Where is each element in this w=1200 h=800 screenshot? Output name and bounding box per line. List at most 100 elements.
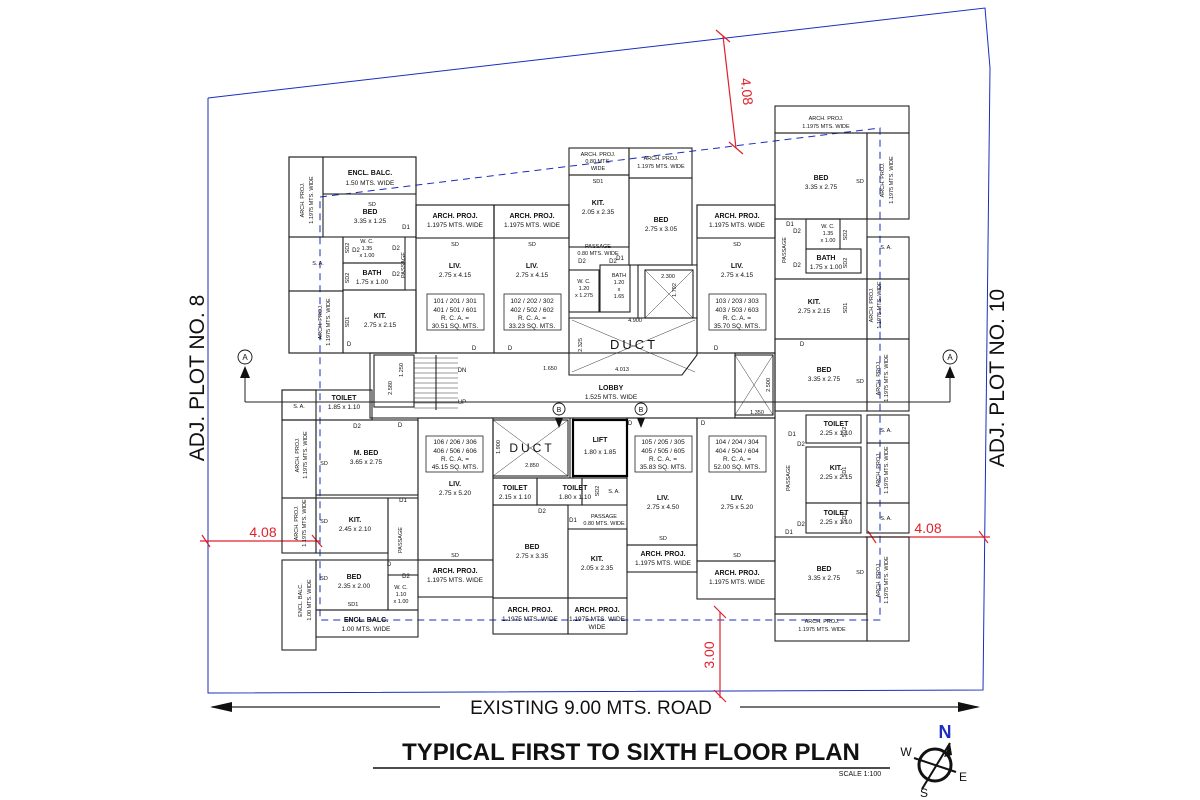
unit-2-line1: 102 / 202 / 302 xyxy=(510,298,554,305)
arch-proj-l2-label: ARCH. PROJ. xyxy=(295,437,301,472)
passage-l: PASSAGE xyxy=(398,527,404,553)
plan-annotation: SD2 xyxy=(843,258,849,269)
arch-proj-mr-dim: 1.1975 MTS. WIDE xyxy=(877,281,883,329)
plan-annotation: D xyxy=(628,421,633,427)
wc-bl-name: W. C. xyxy=(394,585,408,591)
arch-proj-tr-v-dim: 1.1975 MTS. WIDE xyxy=(889,156,895,204)
unit-5-area: 35.83 SQ. MTS. xyxy=(640,464,687,471)
mbed-dim: 3.65 x 2.75 xyxy=(350,459,383,466)
kit-tl-dim: 2.75 x 2.15 xyxy=(364,322,397,329)
staircase: DN UP xyxy=(373,354,466,410)
adj-plot-left-label: ADJ. PLOT NO. 8 xyxy=(186,295,209,462)
unit-5-line2: 405 / 505 / 605 xyxy=(641,448,685,455)
road-dimension: EXISTING 9.00 MTS. ROAD xyxy=(210,698,980,719)
arch-proj-tr-v-label: ARCH. PROJ. xyxy=(880,162,886,197)
arch-proj-br-v-label: ARCH. PROJ. xyxy=(876,562,882,597)
plan-annotation: SD xyxy=(856,379,864,385)
plan-annotation: D2 xyxy=(793,263,801,269)
unit-4-rca: R. C. A. = xyxy=(723,456,751,463)
plan-annotation: D2 xyxy=(797,442,805,448)
arch-proj-u2-dim: 1.1975 MTS. WIDE xyxy=(504,222,561,229)
arch-proj-top2-dim: 1.1975 MTS. WIDE xyxy=(637,164,685,170)
dim-2850: 2.850 xyxy=(525,463,539,469)
unit-1-rca: R. C. A. = xyxy=(441,315,469,322)
toilet-r2-dim: 2.25 x 1.10 xyxy=(820,519,853,526)
plan-annotation: SD xyxy=(320,461,328,467)
toilet-l-dim: 1.85 x 1.10 xyxy=(328,404,361,411)
plan-annotation: D2 xyxy=(538,509,546,515)
plan-annotation: SD xyxy=(733,242,741,248)
bed-r2-dim: 3.35 x 2.75 xyxy=(808,376,841,383)
dim-1250: 1.250 xyxy=(399,363,405,377)
plan-annotation: D1 xyxy=(402,225,410,231)
unit-1-line1: 101 / 201 / 301 xyxy=(433,298,477,305)
kit-top-dim: 2.05 x 2.35 xyxy=(582,209,615,216)
kit-tl-name: KIT. xyxy=(374,313,387,320)
wc-top-dim2: x 1.275 xyxy=(575,293,593,299)
arch-proj-b2-label: ARCH. PROJ. xyxy=(574,607,619,614)
liv-4-name: LIV. xyxy=(449,481,461,488)
arch-proj-u1-dim: 1.1975 MTS. WIDE xyxy=(427,222,484,229)
unit-3-area: 35.70 SQ. MTS. xyxy=(714,323,761,330)
kit-r-dim: 2.25 x 2.15 xyxy=(820,474,853,481)
plan-annotation: SD xyxy=(320,519,328,525)
arch-proj-l2-dim: 1.1975 MTS. WIDE xyxy=(303,431,309,479)
section-a-right: A xyxy=(947,353,953,362)
bath-top-dim1: 1.20 xyxy=(614,280,625,286)
plan-annotation: D2 xyxy=(797,522,805,528)
liv-6-dim: 2.75 x 5.20 xyxy=(721,504,754,511)
unit-4-line2: 404 / 504 / 604 xyxy=(715,448,759,455)
plan-annotation: D xyxy=(347,342,352,348)
lobby-dim: 1.525 MTS. WIDE xyxy=(585,394,638,401)
unit-5-rca: R. C. A. = xyxy=(649,456,677,463)
plan-annotation: SD2 xyxy=(843,230,849,241)
plan-annotation: SD xyxy=(856,570,864,576)
plan-annotation: SD xyxy=(451,242,459,248)
liv-2-dim: 2.75 x 4.15 xyxy=(516,272,549,279)
unit-2-line2: 402 / 502 / 602 xyxy=(510,307,554,314)
dim-2325: 2.325 xyxy=(578,338,584,352)
arch-proj-b1-dim: 1.1975 MTS. WIDE xyxy=(502,616,559,623)
kit-tr-name: KIT. xyxy=(808,299,821,306)
plan-annotation: D xyxy=(398,423,403,429)
drawing-title: TYPICAL FIRST TO SIXTH FLOOR PLAN SCALE … xyxy=(373,739,890,778)
plan-annotation: SD1 xyxy=(843,303,849,314)
plan-annotation: SD2 xyxy=(842,427,848,438)
toilet-r-name: TOILET xyxy=(824,421,849,428)
unit-2-rca: R. C. A. = xyxy=(518,315,546,322)
kit-l-name: KIT. xyxy=(349,517,362,524)
liv-4-dim: 2.75 x 5.20 xyxy=(439,490,472,497)
arch-proj-ml-label: ARCH. PROJ. xyxy=(318,304,324,339)
arch-proj-r2-label: ARCH. PROJ. xyxy=(876,360,882,395)
arch-proj-c6-label: ARCH. PROJ. xyxy=(714,570,759,577)
arch-proj-br-label: ARCH. PROJ. xyxy=(805,619,840,625)
plan-annotation: D2 xyxy=(392,246,400,252)
wc-bl-dim2: x 1.00 xyxy=(394,599,409,605)
setback-left-value: 4.08 xyxy=(249,524,276,540)
wc-tr-dim2: x 1.00 xyxy=(821,238,836,244)
plan-annotation: SD xyxy=(451,553,459,559)
liv-1-name: LIV. xyxy=(449,263,461,270)
plan-annotation: D xyxy=(387,562,392,568)
liv-5-name: LIV. xyxy=(657,495,669,502)
bed-tr-name: BED xyxy=(814,175,829,182)
arch-proj-tl-dim: 1.1975 MTS. WIDE xyxy=(309,176,315,224)
dim-1650: 1.650 xyxy=(543,366,557,372)
plan-annotation: SD xyxy=(528,242,536,248)
arch-proj-b1-label: ARCH. PROJ. xyxy=(507,607,552,614)
plan-annotation: D1 xyxy=(786,222,794,228)
dim-2500: 2.500 xyxy=(766,378,772,392)
arch-proj-top1-wide: WIDE xyxy=(591,166,606,172)
bath-top-dim3: 1.65 xyxy=(614,294,625,300)
bed-br-name: BED xyxy=(817,566,832,573)
building-walls xyxy=(281,105,910,651)
bath-top-name: BATH xyxy=(612,273,626,279)
toilet-c2-dim: 1.80 x 1.10 xyxy=(559,494,592,501)
plan-annotation: D2 xyxy=(402,574,410,580)
dim-1792: 1.792 xyxy=(672,283,678,297)
passage-tl: PASSAGE xyxy=(401,252,407,278)
arch-proj-u3-dim: 1.1975 MTS. WIDE xyxy=(709,222,766,229)
sliding-door-markers: SD SD SD SD1 SD SD SD SD SD SD SD SD SD … xyxy=(320,179,864,608)
arch-proj-r3-label: ARCH. PROJ. xyxy=(876,452,882,487)
